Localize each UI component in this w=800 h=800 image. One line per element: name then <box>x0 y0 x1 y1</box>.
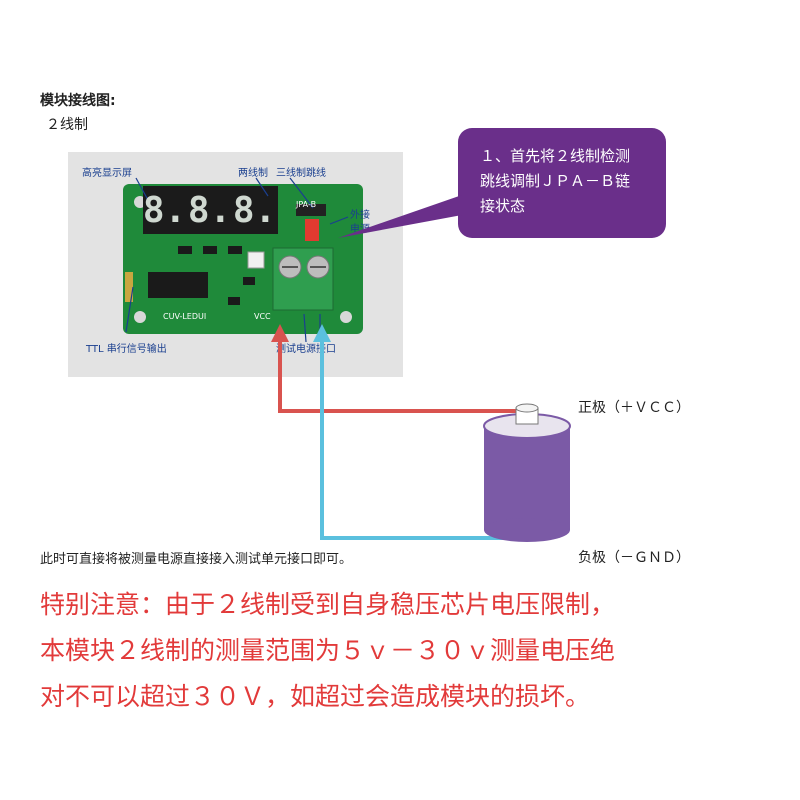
negative-wire <box>320 340 530 540</box>
label-vcc: VCC <box>254 312 271 321</box>
label-ttl-output: TTL 串行信号输出 <box>86 344 167 355</box>
label-display: 高亮显示屏 <box>82 168 132 179</box>
positive-wire-arrow <box>271 324 289 342</box>
battery-icon <box>483 403 571 542</box>
label-jumper: JPA-B <box>296 200 317 209</box>
display-digit: 8. <box>232 189 277 231</box>
ic-chip <box>148 272 208 298</box>
diagram-subheading: ２线制 <box>46 117 88 133</box>
negative-wire-arrow <box>313 324 331 342</box>
positive-wire <box>278 340 522 418</box>
seven-segment-display <box>143 186 278 234</box>
jumper-cap <box>305 219 319 241</box>
callout-line: 接状态 <box>480 197 526 215</box>
module-board-illustration <box>123 177 363 343</box>
warning-line: 本模块２线制的测量范围为５ｖ－３０ｖ测量电压绝 <box>40 636 616 665</box>
warning-line: 对不可以超过３０Ｖ，如超过会造成模块的损坏。 <box>40 682 591 711</box>
warning-text: 特别注意：由于２线制受到自身稳压芯片电压限制， 本模块２线制的测量范围为５ｖ－３… <box>40 582 760 720</box>
instruction-callout: １、首先将２线制检测 跳线调制ＪＰＡ－Ｂ链 接状态 <box>458 128 666 238</box>
display-digits: 8. 8. 8. <box>142 186 277 234</box>
connection-note: 此时可直接将被测量电源直接接入测试单元接口即可。 <box>40 552 353 567</box>
display-digit: 8. <box>187 189 232 231</box>
label-two-wire: 两线制 <box>238 168 268 179</box>
diagram-heading: 模块接线图: <box>40 93 116 109</box>
label-three-wire: 三线制跳线 <box>276 168 326 179</box>
label-ext-power-2: 电源 <box>350 224 370 235</box>
label-board-model: CUV-LEDUI <box>163 312 207 321</box>
callout-pointer <box>338 195 462 238</box>
callout-line: 跳线调制ＪＰＡ－Ｂ链 <box>480 172 631 190</box>
positive-terminal-label: 正极（＋ＶＣＣ） <box>578 400 690 416</box>
display-digit: 8. <box>142 189 187 231</box>
label-ext-power: 外接 <box>350 210 370 221</box>
negative-terminal-label: 负极（－ＧＮＤ） <box>578 550 690 566</box>
label-test-port: 测试电源接口 <box>276 344 336 355</box>
module-photo: 8. 8. 8. 高亮显示屏 两线制 三线制跳线 外接 电源 TTL 串行信号输… <box>68 152 403 377</box>
warning-line: 特别注意：由于２线制受到自身稳压芯片电压限制， <box>40 590 616 619</box>
callout-line: １、首先将２线制检测 <box>480 147 631 165</box>
